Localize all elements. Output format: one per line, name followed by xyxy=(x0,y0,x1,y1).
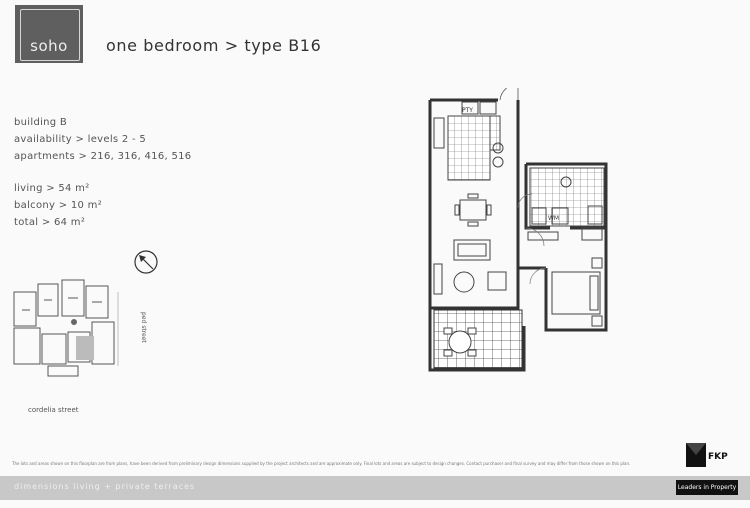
footer-bar-text: dimensions living + private terraces xyxy=(14,482,196,491)
availability-label: availability > levels 2 - 5 xyxy=(14,134,147,145)
fkp-logo-text: FKP xyxy=(708,452,728,462)
building-key-plan: ped street cordelia street xyxy=(13,279,147,414)
fkp-logo: FKP xyxy=(686,443,728,467)
logo-text: soho xyxy=(30,37,68,55)
pantry-label: PTY xyxy=(462,107,473,114)
building-label: building B xyxy=(14,117,68,128)
soho-logo: soho xyxy=(15,5,83,63)
north-arrow-icon xyxy=(134,250,158,274)
fkp-tagline: Leaders in Property xyxy=(676,480,738,495)
logo-frame xyxy=(20,9,80,61)
disclaimer-text: The lots and areas shown on this floorpl… xyxy=(12,461,631,466)
washing-machine-label: WM xyxy=(548,215,559,222)
total-area-label: total > 64 m² xyxy=(14,217,86,228)
apartments-label: apartments > 216, 316, 416, 516 xyxy=(14,151,192,162)
footer-bar: dimensions living + private terraces xyxy=(0,476,750,500)
page-title: one bedroom > type B16 xyxy=(106,36,322,55)
apartment-floor-plan: PTY WM xyxy=(428,88,608,372)
living-area-label: living > 54 m² xyxy=(14,183,90,194)
cordelia-street-label: cordelia street xyxy=(28,406,79,414)
ped-street-label: ped street xyxy=(140,312,147,343)
balcony-area-label: balcony > 10 m² xyxy=(14,200,103,211)
